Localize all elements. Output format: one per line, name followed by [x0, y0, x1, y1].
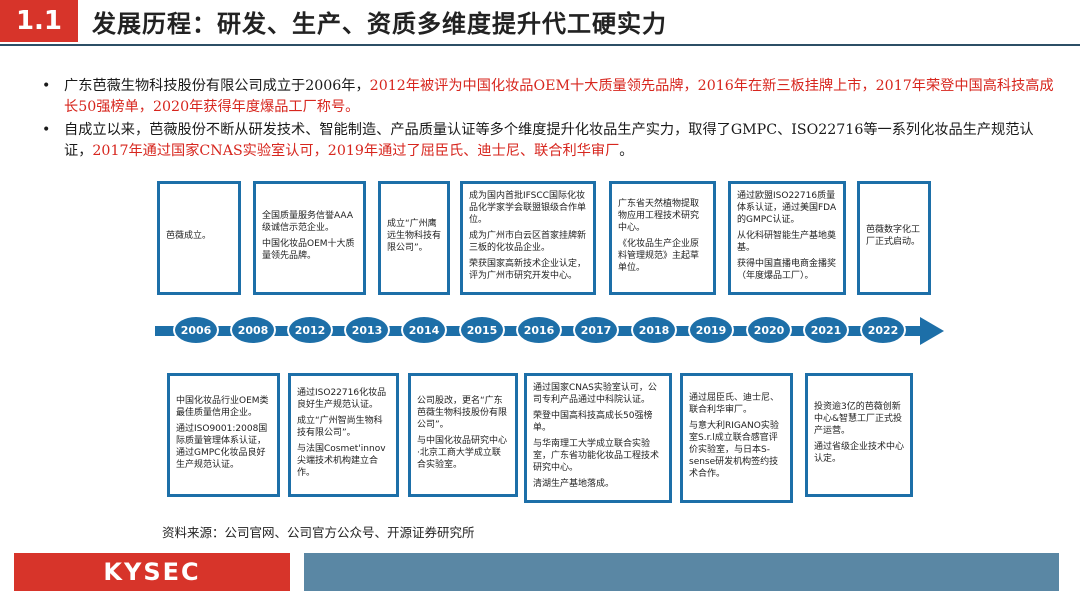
milestone-text: 通过屈臣氏、迪士尼、联合利华审厂。 — [689, 393, 780, 415]
header-divider — [0, 44, 1080, 46]
bullet-list: 广东芭薇生物科技股份有限公司成立于2006年，2012年被评为中国化妆品OEM十… — [40, 76, 1060, 162]
bullet-text: 广东芭薇生物科技股份有限公司成立于2006年， — [64, 78, 370, 94]
milestone-box-2008: 中国化妆品行业OEM类最佳质量信用企业。通过ISO9001:2008国际质量管理… — [167, 373, 280, 497]
milestone-box-2017: 通过国家CNAS实验室认可，公司专利产品通过中科院认证。荣登中国高科技高成长50… — [524, 373, 672, 503]
milestone-text: 通过欧盟ISO22716质量体系认证，通过美国FDA的GMPC认证。 — [737, 191, 837, 225]
milestone-text: 成立“广州智尚生物科技有限公司”。 — [297, 416, 383, 438]
milestone-text: 广东省天然植物提取物应用工程技术研究中心。 — [618, 199, 700, 233]
milestone-text: 全国质量服务信誉AAA级诚信示范企业。 — [262, 211, 353, 233]
year-marker-2016: 2016 — [516, 315, 562, 345]
milestone-text: 《化妆品生产企业原料管理规范》主起草单位。 — [618, 239, 700, 273]
milestone-box-2015: 公司股改，更名“广东芭薇生物科技股份有限公司”。与中国化妆品研究中心·北京工商大… — [408, 373, 518, 497]
milestone-text: 从化科研智能生产基地奠基。 — [737, 231, 837, 253]
milestone-box-2020: 通过欧盟ISO22716质量体系认证，通过美国FDA的GMPC认证。从化科研智能… — [728, 181, 846, 295]
milestone-box-2006: 芭薇成立。 — [157, 181, 241, 295]
section-number: 1.1 — [0, 0, 78, 42]
bullet-text: 。 — [619, 143, 634, 159]
bullet-item: 自成立以来，芭薇股份不断从研发技术、智能制造、产品质量认证等多个维度提升化妆品生… — [40, 120, 1060, 162]
milestone-text: 通过ISO22716化妆品良好生产规范认证。 — [297, 388, 387, 410]
milestone-text: 中国化妆品OEM十大质量领先品牌。 — [262, 239, 355, 261]
milestone-text: 通过省级企业技术中心认定。 — [814, 442, 905, 464]
bullet-text: 自成立以来，芭薇股份不断从研发技术、智能制造、产品质量认证等多个维度提升化妆品生… — [64, 122, 1034, 159]
milestone-text: 与华南理工大学成立联合实验室，广东省功能化妆品工程技术研究中心。 — [533, 439, 660, 473]
milestone-text: 获得中国直播电商金播奖（年度爆品工厂）。 — [737, 259, 837, 281]
milestone-box-2013: 通过ISO22716化妆品良好生产规范认证。成立“广州智尚生物科技有限公司”。与… — [288, 373, 399, 497]
year-marker-2006: 2006 — [173, 315, 219, 345]
year-marker-2020: 2020 — [746, 315, 792, 345]
milestone-box-2021: 投资逾3亿的芭薇创新中心&智慧工厂正式投产运营。通过省级企业技术中心认定。 — [805, 373, 913, 497]
milestone-box-2018: 广东省天然植物提取物应用工程技术研究中心。《化妆品生产企业原料管理规范》主起草单… — [609, 181, 716, 295]
milestone-box-2019: 通过屈臣氏、迪士尼、联合利华审厂。与意大利RIGANO实验室S.r.l成立联合感… — [680, 373, 793, 503]
milestone-text: 通过国家CNAS实验室认可，公司专利产品通过中科院认证。 — [533, 383, 657, 405]
year-marker-2021: 2021 — [803, 315, 849, 345]
milestone-text: 芭薇数字化工厂正式启动。 — [866, 225, 921, 247]
bullet-item: 广东芭薇生物科技股份有限公司成立于2006年，2012年被评为中国化妆品OEM十… — [40, 76, 1060, 118]
year-marker-2019: 2019 — [688, 315, 734, 345]
year-marker-2022: 2022 — [860, 315, 906, 345]
year-marker-2012: 2012 — [287, 315, 333, 345]
milestone-text: 荣获国家高新技术企业认定，评为广州市研究开发中心。 — [469, 259, 587, 281]
milestone-text: 与法国Cosmet'innov尖端技术机构建立合作。 — [297, 444, 386, 478]
milestone-text: 公司股改，更名“广东芭薇生物科技股份有限公司”。 — [417, 396, 508, 430]
source-note: 资料来源：公司官网、公司官方公众号、开源证券研究所 — [162, 525, 475, 540]
milestone-text: 投资逾3亿的芭薇创新中心&智慧工厂正式投产运营。 — [814, 402, 903, 436]
milestone-text: 通过ISO9001:2008国际质量管理体系认证，通过GMPC化妆品良好生产规范… — [176, 424, 268, 470]
milestone-box-2012: 全国质量服务信誉AAA级诚信示范企业。中国化妆品OEM十大质量领先品牌。 — [253, 181, 366, 295]
milestone-text: 成立“广州鹰远生物科技有限公司”。 — [387, 219, 442, 253]
year-marker-2013: 2013 — [344, 315, 390, 345]
page-title: 发展历程：研发、生产、资质多维度提升代工硬实力 — [92, 9, 667, 38]
year-marker-2014: 2014 — [401, 315, 447, 345]
year-marker-2018: 2018 — [631, 315, 677, 345]
year-marker-2017: 2017 — [573, 315, 619, 345]
year-marker-2008: 2008 — [230, 315, 276, 345]
milestone-box-2022: 芭薇数字化工厂正式启动。 — [857, 181, 931, 295]
timeline-arrow-icon — [920, 317, 944, 345]
milestone-text: 成为国内首批IFSCC国际化妆品化学家学会联盟银级合作单位。 — [469, 191, 587, 225]
milestone-text: 与中国化妆品研究中心·北京工商大学成立联合实验室。 — [417, 436, 508, 470]
milestone-text: 成为广州市白云区首家挂牌新三板的化妆品企业。 — [469, 231, 587, 253]
header: 1.1 发展历程：研发、生产、资质多维度提升代工硬实力 — [0, 0, 1080, 46]
highlight-text: 2017年通过国家CNAS实验室认可，2019年通过了屈臣氏、迪士尼、联合利华审… — [92, 143, 620, 159]
milestone-text: 荣登中国高科技高成长50强榜单。 — [533, 411, 653, 433]
milestone-text: 清湖生产基地落成。 — [533, 479, 615, 489]
milestone-box-2014: 成立“广州鹰远生物科技有限公司”。 — [378, 181, 450, 295]
milestone-text: 与意大利RIGANO实验室S.r.l成立联合感官评价实验室，与日本S-sense… — [689, 421, 779, 479]
footer-logo: KYSEC — [14, 553, 290, 591]
footer-bar — [304, 553, 1059, 591]
highlight-text: 2012年被评为中国化妆品OEM十大质量领先品牌，2016年在新三板挂牌上市，2… — [64, 78, 1054, 115]
milestone-box-2016: 成为国内首批IFSCC国际化妆品化学家学会联盟银级合作单位。成为广州市白云区首家… — [460, 181, 596, 295]
year-marker-2015: 2015 — [459, 315, 505, 345]
milestone-text: 中国化妆品行业OEM类最佳质量信用企业。 — [176, 396, 269, 418]
milestone-text: 芭薇成立。 — [166, 231, 212, 241]
